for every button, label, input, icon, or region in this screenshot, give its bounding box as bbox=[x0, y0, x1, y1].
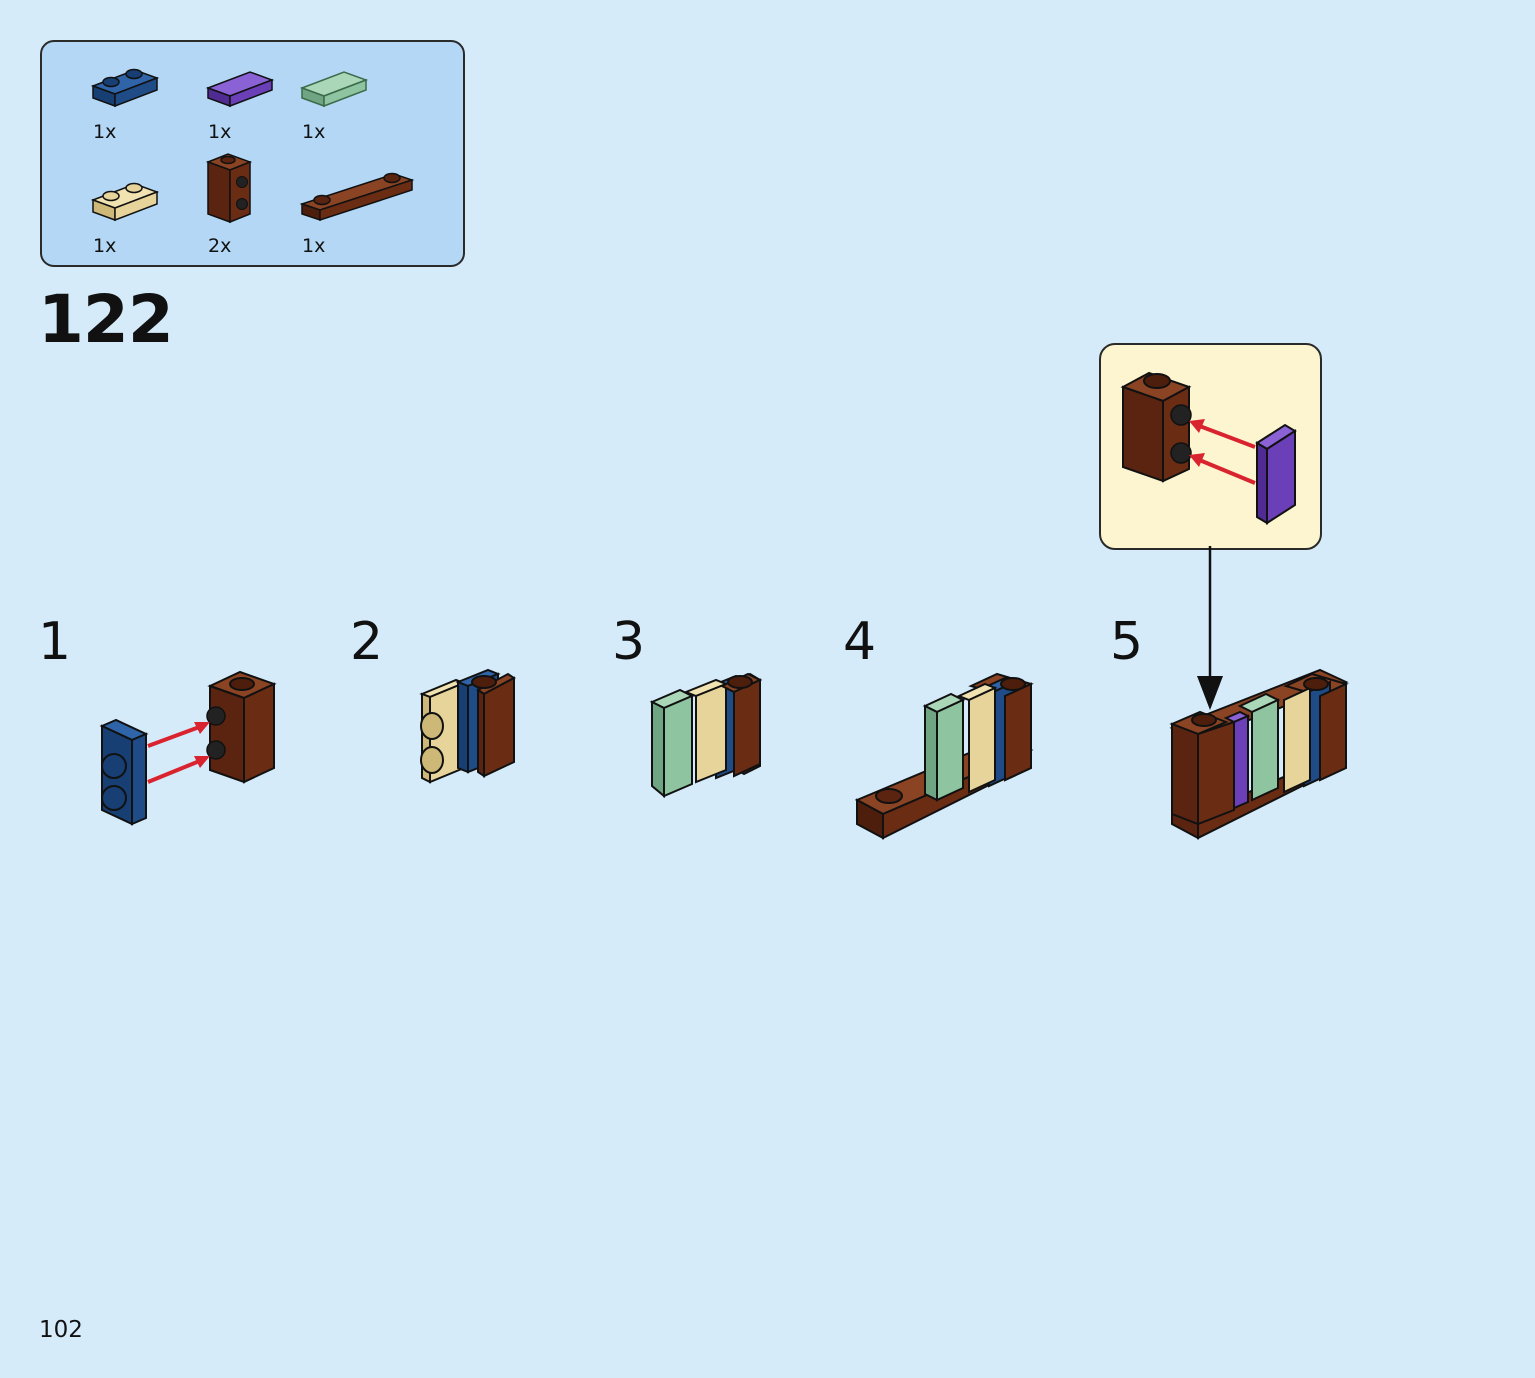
callout-illustration bbox=[1120, 371, 1297, 525]
substep-1-illustration bbox=[99, 670, 277, 826]
part-quantity: 1x bbox=[302, 121, 326, 143]
tan-plate-1x2-icon bbox=[90, 182, 160, 222]
substep-number: 2 bbox=[350, 612, 384, 672]
substep-3-illustration bbox=[649, 672, 763, 799]
page-number: 102 bbox=[39, 1317, 83, 1343]
substep-4: 4 bbox=[843, 614, 1053, 844]
part-item: 2x bbox=[205, 150, 296, 256]
substep-3: 3 bbox=[612, 614, 812, 814]
part-quantity: 1x bbox=[93, 121, 117, 143]
part-item: 1x bbox=[90, 56, 181, 142]
substep-2-illustration bbox=[419, 668, 516, 784]
substep-number: 4 bbox=[843, 612, 877, 672]
part-quantity: 1x bbox=[302, 235, 326, 257]
part-quantity: 1x bbox=[93, 235, 117, 257]
substep-1: 1 bbox=[38, 614, 298, 844]
brown-brick-studs-on-side-icon bbox=[205, 153, 253, 224]
substep-2: 2 bbox=[350, 614, 550, 814]
step-number: 122 bbox=[38, 281, 174, 358]
substep-number: 5 bbox=[1110, 612, 1144, 672]
substep-4-illustration bbox=[854, 672, 1034, 840]
sand-green-tile-1x2-icon bbox=[299, 71, 369, 108]
part-quantity: 1x bbox=[208, 121, 232, 143]
substep-5: 5 bbox=[1110, 614, 1370, 844]
callout-connector-arrow bbox=[1197, 546, 1223, 710]
parts-list-box: 1x 1x 1x 1x bbox=[40, 40, 465, 267]
dark-blue-plate-1x2-icon bbox=[90, 68, 160, 108]
part-quantity: 2x bbox=[208, 235, 232, 257]
substep-number: 3 bbox=[612, 612, 646, 672]
brown-plate-1x4-icon bbox=[299, 172, 415, 222]
part-item: 1x bbox=[299, 56, 390, 142]
sub-assembly-callout bbox=[1099, 343, 1322, 550]
part-item: 1x bbox=[299, 170, 430, 256]
substep-number: 1 bbox=[38, 612, 72, 672]
purple-tile-1x2-icon bbox=[205, 71, 275, 108]
part-item: 1x bbox=[205, 56, 296, 142]
part-item: 1x bbox=[90, 170, 181, 256]
substep-5-illustration bbox=[1169, 668, 1349, 840]
